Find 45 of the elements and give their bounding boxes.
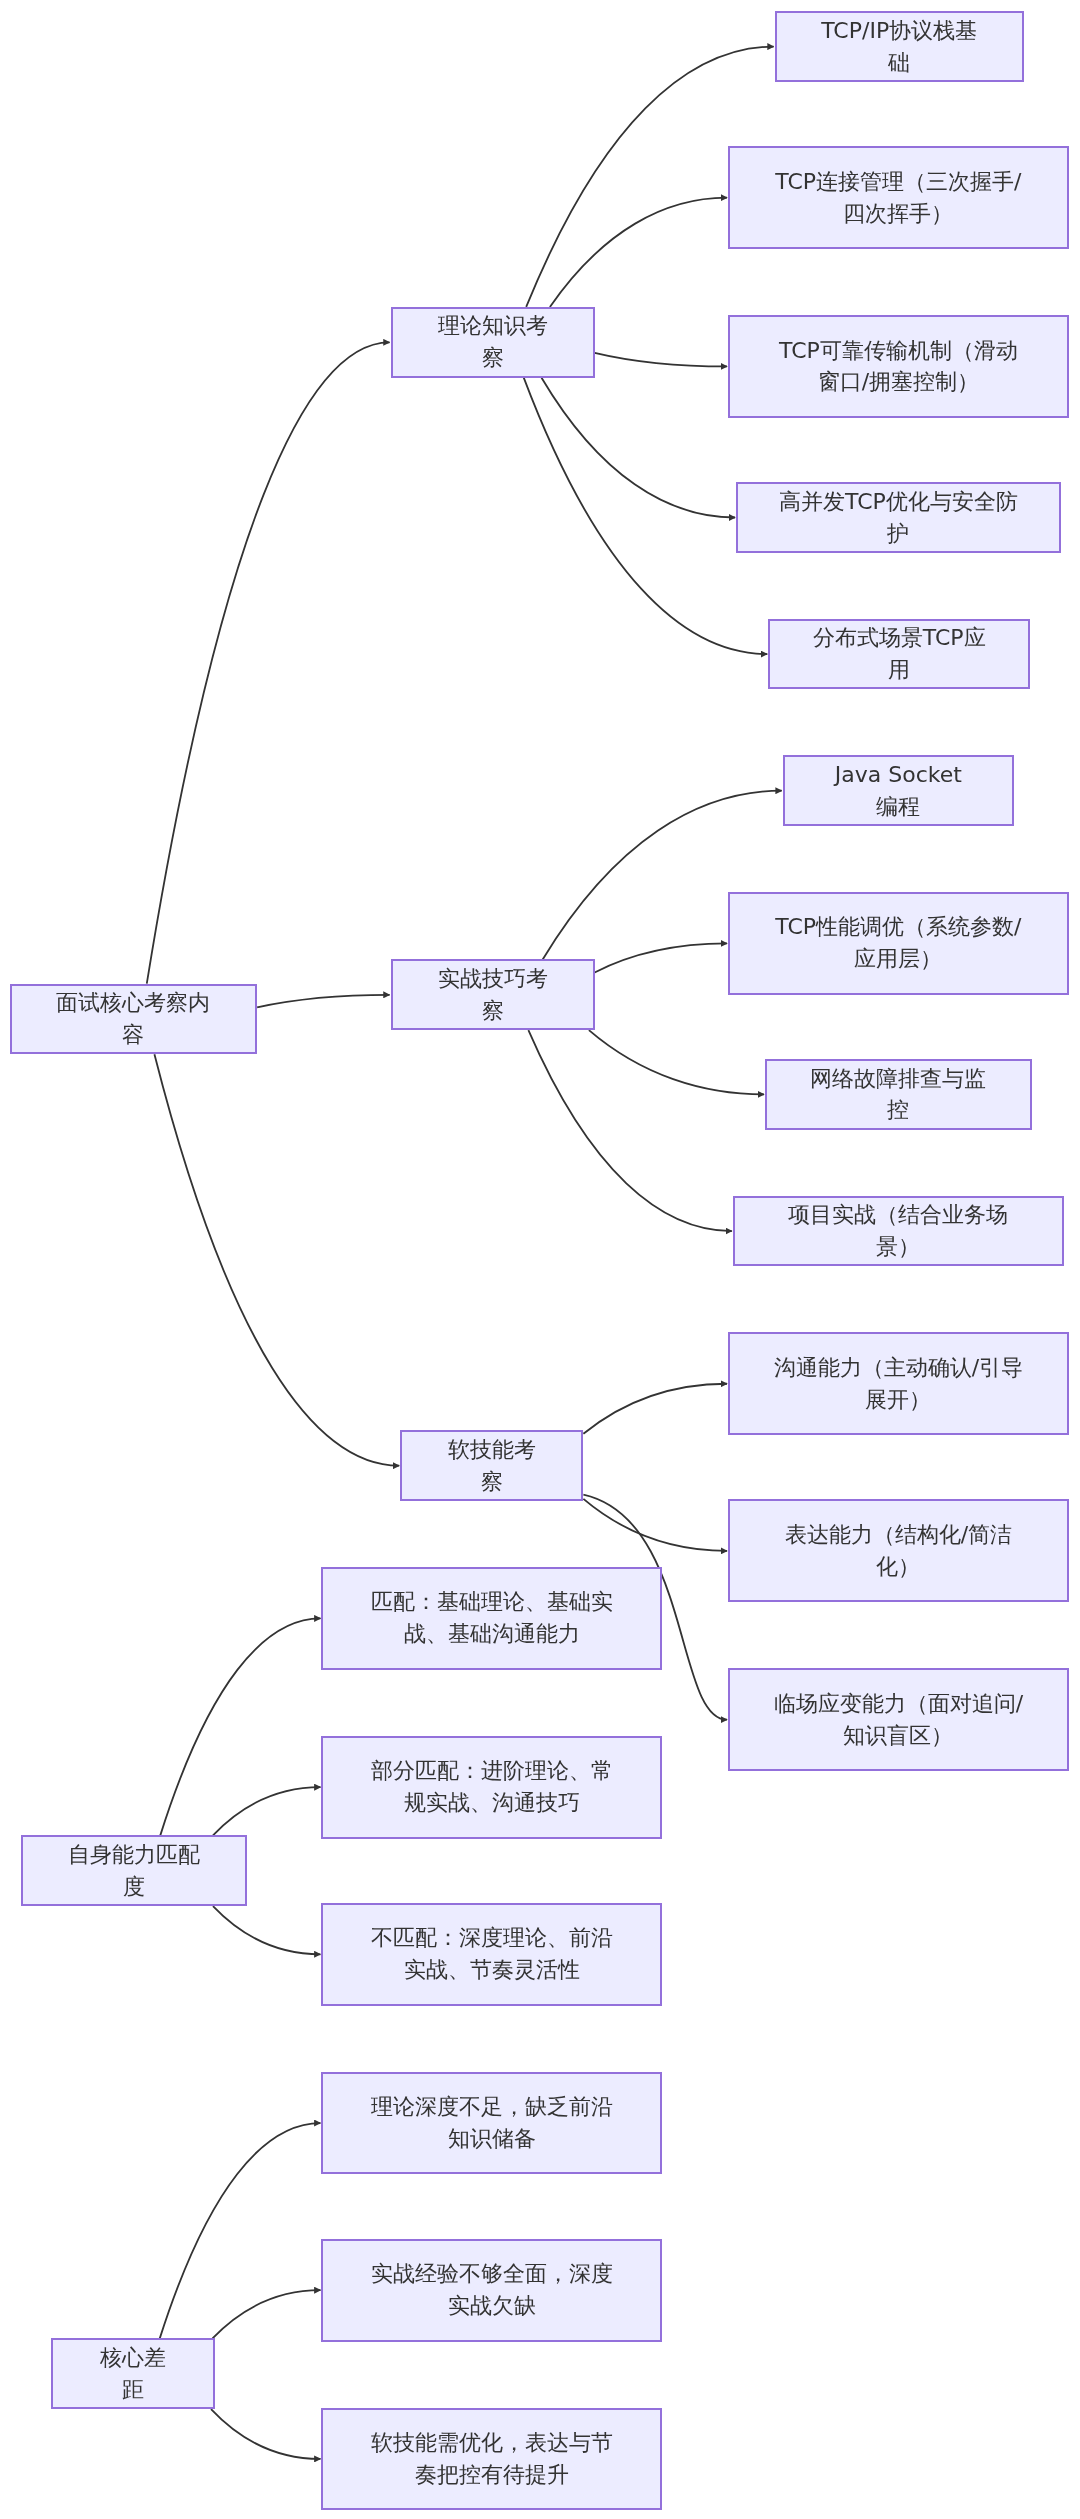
- arrow: [582, 1498, 728, 1555]
- process-box: 理论知识考察: [390, 306, 595, 378]
- process-box: 核心差距: [51, 2338, 216, 2410]
- process-box: TCP连接管理（三次握手/四次挥手）: [728, 146, 1069, 250]
- process-box: TCP/IP协议栈基础: [774, 11, 1024, 82]
- arrow: [159, 1615, 322, 1837]
- arrow: [593, 351, 728, 370]
- arrow: [540, 376, 736, 521]
- process-box: 沟通能力（主动确认/引导展开）: [728, 1332, 1069, 1436]
- arrow: [582, 1380, 728, 1435]
- arrow: [158, 2120, 322, 2340]
- process-box: TCP可靠传输机制（滑动窗口/拥塞控制）: [728, 315, 1069, 418]
- process-box: TCP性能调优（系统参数/应用层）: [728, 891, 1069, 995]
- process-box: 理论深度不足，缺乏前沿知识储备: [321, 2071, 663, 2175]
- process-box: 面试核心考察内容: [9, 983, 258, 1055]
- process-box: 软技能考察: [400, 1430, 584, 1502]
- process-box: 分布式场景TCP应用: [768, 618, 1031, 690]
- arrow: [593, 940, 728, 974]
- arrow: [541, 787, 783, 961]
- process-box: 高并发TCP优化与安全防护: [736, 482, 1061, 553]
- arrow: [153, 1053, 401, 1469]
- arrow: [582, 1493, 728, 1721]
- process-box: 临场应变能力（面对追问/知识盲区）: [728, 1668, 1069, 1772]
- arrow: [525, 43, 775, 308]
- arrow: [212, 1905, 322, 1958]
- arrow: [210, 2408, 322, 2463]
- process-box: 自身能力匹配度: [20, 1835, 248, 1907]
- process-box: 实战技巧考察: [390, 959, 595, 1031]
- process-box: 实战经验不够全面，深度实战欠缺: [321, 2238, 663, 2342]
- arrow: [212, 1783, 322, 1837]
- process-box: 表达能力（结构化/简洁化）: [728, 1499, 1069, 1603]
- process-box: 软技能需优化，表达与节奏把控有待提升: [321, 2407, 663, 2511]
- process-box: 部分匹配：进阶理论、常规实战、沟通技巧: [321, 1735, 663, 1839]
- arrow: [211, 2286, 322, 2340]
- process-box: 不匹配：深度理论、前沿实战、节奏灵活性: [321, 1902, 663, 2006]
- arrow: [549, 194, 728, 308]
- process-box: 匹配：基础理论、基础实战、基础沟通能力: [321, 1566, 663, 1670]
- arrow: [256, 991, 391, 1009]
- arrow: [522, 376, 769, 658]
- process-box: Java Socket编程: [782, 755, 1015, 827]
- arrow: [588, 1029, 765, 1098]
- process-box: 项目实战（结合业务场景）: [732, 1195, 1064, 1267]
- arrow: [527, 1029, 733, 1235]
- process-box: 网络故障排查与监控: [765, 1059, 1032, 1130]
- arrow: [145, 340, 391, 985]
